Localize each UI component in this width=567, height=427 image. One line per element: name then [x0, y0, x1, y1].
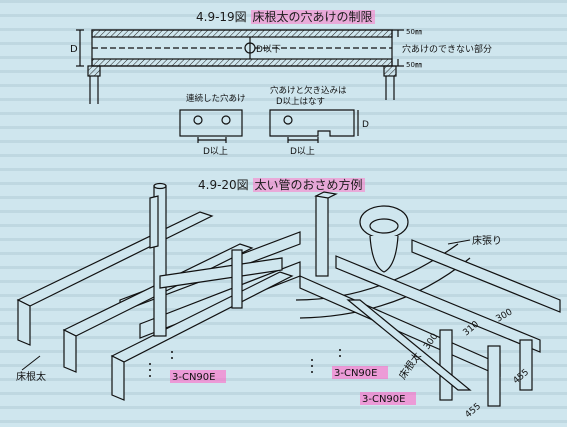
figure2-joist-leader: [21, 355, 41, 371]
figure2-left-nail-dots: [149, 351, 173, 377]
figure2-floor-leader: [447, 239, 471, 245]
figure2-nail-right1-highlight: [332, 366, 388, 379]
figure2-caption: 4.9-20図 太い管のおさめ方例: [198, 176, 365, 193]
figure1-d-below-label: D以下: [256, 45, 281, 55]
figure2-nail-left: 3-CN90E: [172, 372, 215, 383]
figure2-dim-300b: 300: [495, 307, 515, 324]
figure1-number: 4.9-19図: [196, 10, 247, 24]
figure1-detail-boxes: [179, 109, 359, 143]
figure2-joist-label: 床根太: [16, 370, 46, 383]
figure1-continuous-label: 連続した穴あけ: [186, 93, 246, 104]
figure2-nail-right2-highlight: [360, 392, 416, 405]
figure2-floor-label: 床張り: [472, 234, 502, 247]
figure1-title: 床根太の穴あけの制限: [250, 10, 375, 24]
figure1-50mm-top: 50㎜: [406, 28, 422, 36]
figure1-d-above-right: D以上: [290, 146, 315, 157]
figure2-nail-left-highlight: [170, 370, 226, 383]
figure1-d-above-left: D以上: [203, 146, 228, 157]
figure2-right-nail-dots: [311, 349, 341, 373]
figure1-hole-notch-label2: D以上はなす: [276, 97, 325, 107]
figure2-left-drawing: [16, 182, 301, 401]
figure2-nail-right2: 3-CN90E: [362, 394, 405, 405]
figure1-joist-diagram: [76, 29, 404, 104]
figure1-D-label: D: [70, 44, 78, 55]
figure2-dim-455b: 455: [464, 402, 484, 421]
figure1-hole-notch-label: 穴あけと欠き込みは: [270, 85, 347, 96]
figure2-joist-label-right: 床根太: [396, 350, 424, 382]
figure1-no-hole-label: 穴あけのできない部分: [402, 43, 492, 55]
figure2-right-drawing: [295, 191, 561, 407]
figure2-number: 4.9-20図: [198, 178, 249, 192]
figure2-title: 太い管のおさめ方例: [252, 178, 365, 192]
figure1-caption: 4.9-19図 床根太の穴あけの制限: [196, 8, 375, 25]
figure1-50mm-bottom: 50㎜: [406, 61, 422, 69]
figure1-D-right: D: [362, 120, 369, 130]
figure2-nail-right1: 3-CN90E: [334, 368, 377, 379]
